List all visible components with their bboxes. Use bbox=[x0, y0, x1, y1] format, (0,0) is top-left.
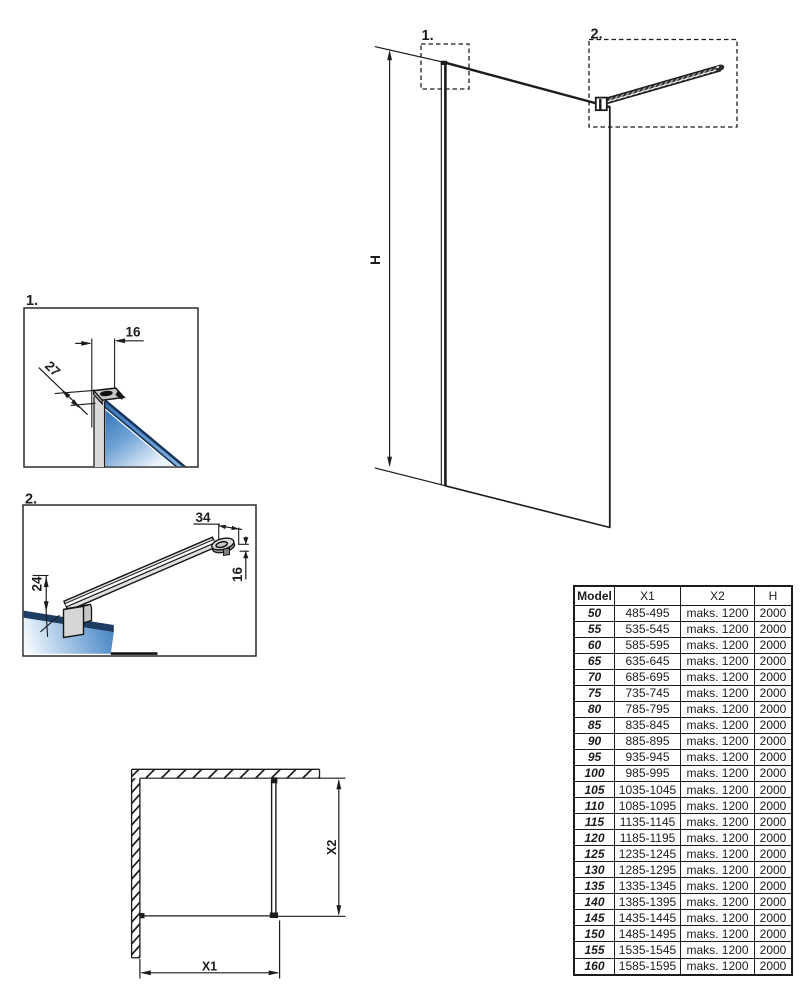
svg-text:34: 34 bbox=[195, 510, 211, 525]
svg-text:1.: 1. bbox=[26, 293, 38, 309]
svg-text:2.: 2. bbox=[25, 492, 37, 508]
svg-text:16: 16 bbox=[230, 567, 245, 583]
svg-text:H: H bbox=[368, 255, 383, 265]
svg-text:X2: X2 bbox=[325, 840, 339, 855]
svg-text:27: 27 bbox=[42, 358, 63, 379]
svg-text:1.: 1. bbox=[422, 28, 434, 44]
svg-text:X1: X1 bbox=[202, 960, 217, 974]
svg-text:16: 16 bbox=[125, 325, 141, 340]
svg-text:2.: 2. bbox=[591, 27, 603, 43]
svg-text:24: 24 bbox=[30, 576, 45, 592]
